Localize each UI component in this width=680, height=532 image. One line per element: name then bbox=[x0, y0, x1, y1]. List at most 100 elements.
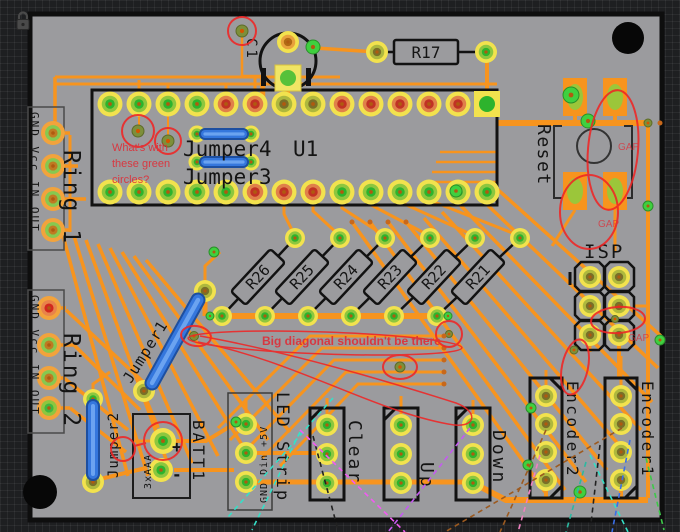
pad[interactable] bbox=[387, 179, 413, 205]
via[interactable] bbox=[562, 86, 580, 104]
pad[interactable] bbox=[235, 442, 257, 464]
via[interactable] bbox=[235, 24, 249, 38]
copper-trace[interactable] bbox=[60, 231, 130, 477]
pad[interactable] bbox=[271, 179, 297, 205]
ratsnest-line[interactable] bbox=[589, 444, 601, 532]
pad[interactable] bbox=[316, 472, 338, 494]
pad[interactable] bbox=[535, 413, 557, 435]
pad[interactable] bbox=[390, 472, 412, 494]
pad[interactable] bbox=[242, 179, 268, 205]
mounting-hole-bottom-left[interactable] bbox=[23, 475, 57, 509]
via[interactable] bbox=[449, 184, 463, 198]
pad[interactable] bbox=[271, 91, 297, 117]
via[interactable] bbox=[642, 200, 654, 212]
resistor-body[interactable] bbox=[230, 248, 286, 306]
ratsnest-line[interactable] bbox=[299, 429, 406, 532]
pad[interactable] bbox=[610, 469, 632, 491]
ratsnest-line[interactable] bbox=[251, 431, 301, 531]
via[interactable] bbox=[305, 39, 321, 55]
pad[interactable] bbox=[416, 179, 442, 205]
mounting-hole-top-right[interactable] bbox=[612, 22, 644, 54]
down-header-outline[interactable] bbox=[454, 406, 492, 502]
pad[interactable] bbox=[97, 91, 123, 117]
ring1-connector-outline[interactable] bbox=[27, 106, 65, 251]
pad[interactable] bbox=[329, 179, 355, 205]
resistor-body[interactable] bbox=[274, 248, 330, 306]
pad[interactable] bbox=[462, 472, 484, 494]
jumper-wires-layer[interactable] bbox=[86, 128, 249, 481]
ratsnest-line[interactable] bbox=[444, 427, 623, 532]
copper-trace[interactable] bbox=[72, 235, 150, 477]
pad[interactable] bbox=[316, 443, 338, 465]
resistor-body[interactable] bbox=[406, 248, 462, 306]
pad[interactable] bbox=[235, 471, 257, 493]
pad[interactable] bbox=[579, 266, 601, 288]
via[interactable] bbox=[205, 311, 215, 321]
pad[interactable] bbox=[579, 295, 601, 317]
pad[interactable] bbox=[416, 91, 442, 117]
pads-layer[interactable] bbox=[37, 24, 666, 499]
pad[interactable] bbox=[390, 414, 412, 436]
ratsnest-line[interactable] bbox=[499, 429, 547, 532]
pad[interactable] bbox=[126, 91, 152, 117]
pad[interactable] bbox=[358, 91, 384, 117]
pad[interactable] bbox=[329, 91, 355, 117]
pad[interactable] bbox=[366, 41, 388, 63]
pad[interactable] bbox=[445, 91, 471, 117]
pad[interactable] bbox=[474, 179, 500, 205]
via[interactable] bbox=[394, 361, 406, 373]
pad[interactable] bbox=[341, 306, 361, 326]
pad[interactable] bbox=[184, 179, 210, 205]
isp-pin-outline[interactable] bbox=[573, 318, 607, 352]
copper-trace[interactable] bbox=[278, 382, 444, 468]
pad[interactable] bbox=[155, 91, 181, 117]
pad[interactable] bbox=[212, 306, 232, 326]
via[interactable] bbox=[611, 315, 619, 323]
pad[interactable] bbox=[610, 441, 632, 463]
pad[interactable] bbox=[213, 91, 239, 117]
pad[interactable] bbox=[535, 469, 557, 491]
copper-trace[interactable] bbox=[64, 308, 154, 392]
pad[interactable] bbox=[420, 228, 440, 248]
pad[interactable] bbox=[535, 441, 557, 463]
via[interactable] bbox=[230, 416, 242, 428]
resistor-body[interactable] bbox=[362, 248, 418, 306]
copper-trace[interactable] bbox=[72, 343, 142, 412]
copper-trace[interactable] bbox=[228, 346, 444, 442]
pad[interactable] bbox=[37, 296, 61, 320]
pad[interactable] bbox=[300, 179, 326, 205]
pad[interactable] bbox=[255, 306, 275, 326]
ratsnest-layer[interactable] bbox=[227, 397, 665, 532]
copper-trace[interactable] bbox=[95, 466, 147, 482]
led-strip-outline[interactable] bbox=[227, 392, 273, 511]
pad[interactable] bbox=[390, 443, 412, 465]
via[interactable] bbox=[525, 402, 537, 414]
pad[interactable] bbox=[242, 91, 268, 117]
clear-header-outline[interactable] bbox=[308, 406, 346, 502]
copper-trace[interactable] bbox=[120, 251, 246, 449]
jumper-wire[interactable] bbox=[144, 292, 206, 391]
pad[interactable] bbox=[41, 154, 65, 178]
pad[interactable] bbox=[37, 396, 61, 420]
pad[interactable] bbox=[37, 366, 61, 390]
pad[interactable] bbox=[608, 266, 630, 288]
via[interactable] bbox=[445, 330, 453, 338]
pad[interactable] bbox=[316, 414, 338, 436]
pad[interactable] bbox=[610, 413, 632, 435]
pad[interactable] bbox=[184, 91, 210, 117]
pad[interactable] bbox=[358, 179, 384, 205]
copper-trace[interactable] bbox=[422, 216, 627, 454]
pad[interactable] bbox=[41, 218, 65, 242]
pad[interactable] bbox=[150, 428, 176, 454]
pad[interactable] bbox=[579, 324, 601, 346]
pad[interactable] bbox=[235, 413, 257, 435]
ratsnest-line[interactable] bbox=[611, 439, 631, 532]
pad[interactable] bbox=[384, 306, 404, 326]
ratsnest-line[interactable] bbox=[565, 461, 587, 532]
copper-trace[interactable] bbox=[176, 422, 236, 443]
up-header-outline[interactable] bbox=[382, 406, 420, 502]
resistor-body[interactable] bbox=[318, 248, 374, 306]
copper-trace[interactable] bbox=[260, 370, 444, 460]
encoder2-outline[interactable] bbox=[528, 376, 564, 500]
pad[interactable] bbox=[41, 121, 65, 145]
